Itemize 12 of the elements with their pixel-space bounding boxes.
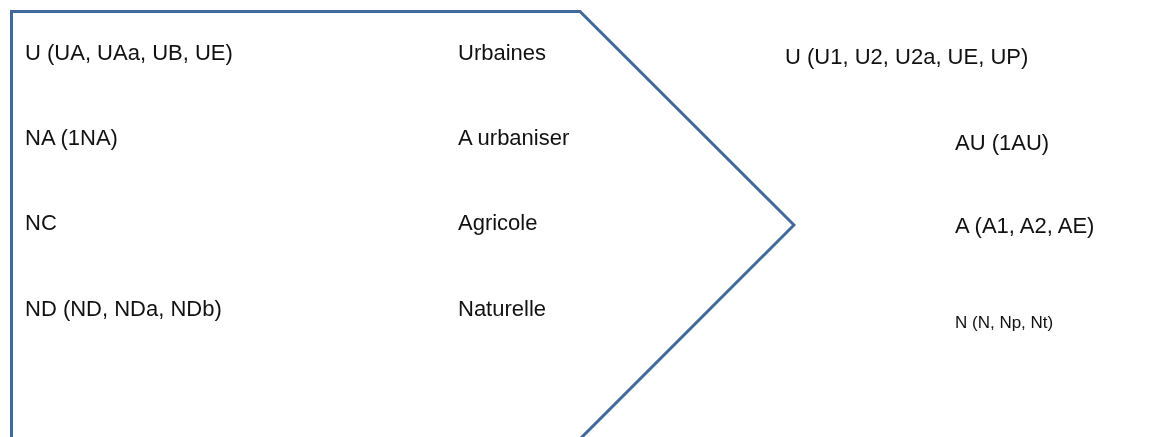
zone-code-text: ND (ND, NDa, NDb) xyxy=(25,296,222,322)
zone-code-text: A (A1, A2, AE) xyxy=(955,213,1095,239)
zone-code-text: NC xyxy=(25,210,57,236)
zone-type-text: Naturelle xyxy=(458,296,547,322)
zone-type-text: Agricole xyxy=(458,210,538,236)
zone-code-text: N (N, Np, Nt) xyxy=(955,312,1054,334)
zone-code-text: NA (1NA) xyxy=(25,125,118,151)
zone-code-text: AU (1AU) xyxy=(955,130,1050,156)
zone-code-text: U (UA, UAa, UB, UE) xyxy=(25,40,233,66)
zone-type-text: Urbaines xyxy=(458,40,547,66)
zone-type-text: A urbaniser xyxy=(458,125,570,151)
zone-code-text: U (U1, U2, U2a, UE, UP) xyxy=(785,44,1029,70)
